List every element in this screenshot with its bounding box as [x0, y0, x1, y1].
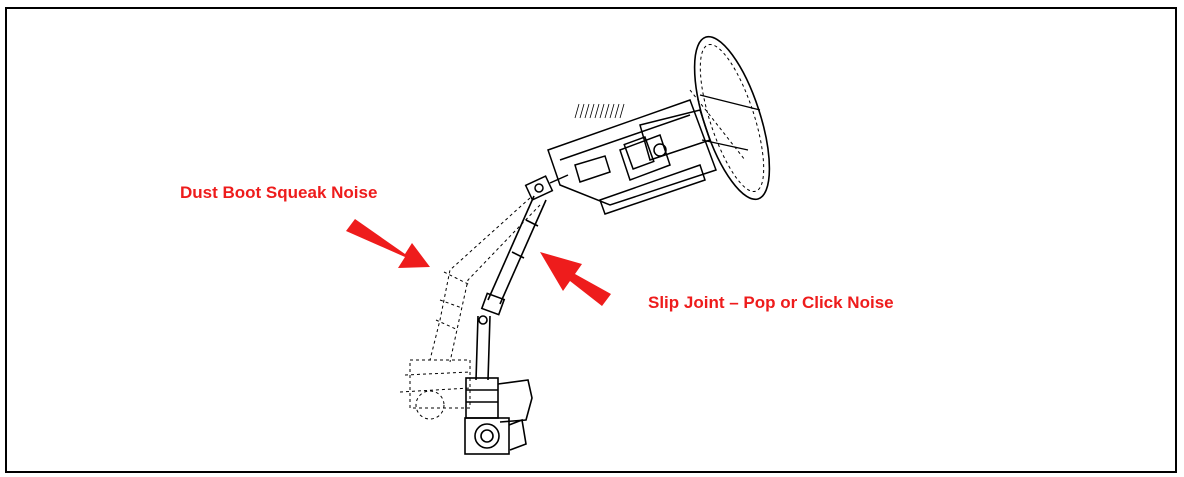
intermediate-shaft — [475, 195, 547, 381]
dust-boot-phantom — [399, 197, 541, 420]
slip-joint-arrow — [540, 252, 611, 306]
steering-gear — [464, 377, 533, 455]
slip-joint-label: Slip Joint – Pop or Click Noise — [648, 293, 894, 312]
dust-boot-arrow — [346, 219, 430, 268]
upper-u-joint — [524, 174, 569, 201]
dust-boot-label: Dust Boot Squeak Noise — [180, 183, 378, 202]
steering-wheel — [693, 35, 771, 201]
dash-hatching — [574, 103, 625, 119]
diagram-frame — [5, 7, 1177, 473]
